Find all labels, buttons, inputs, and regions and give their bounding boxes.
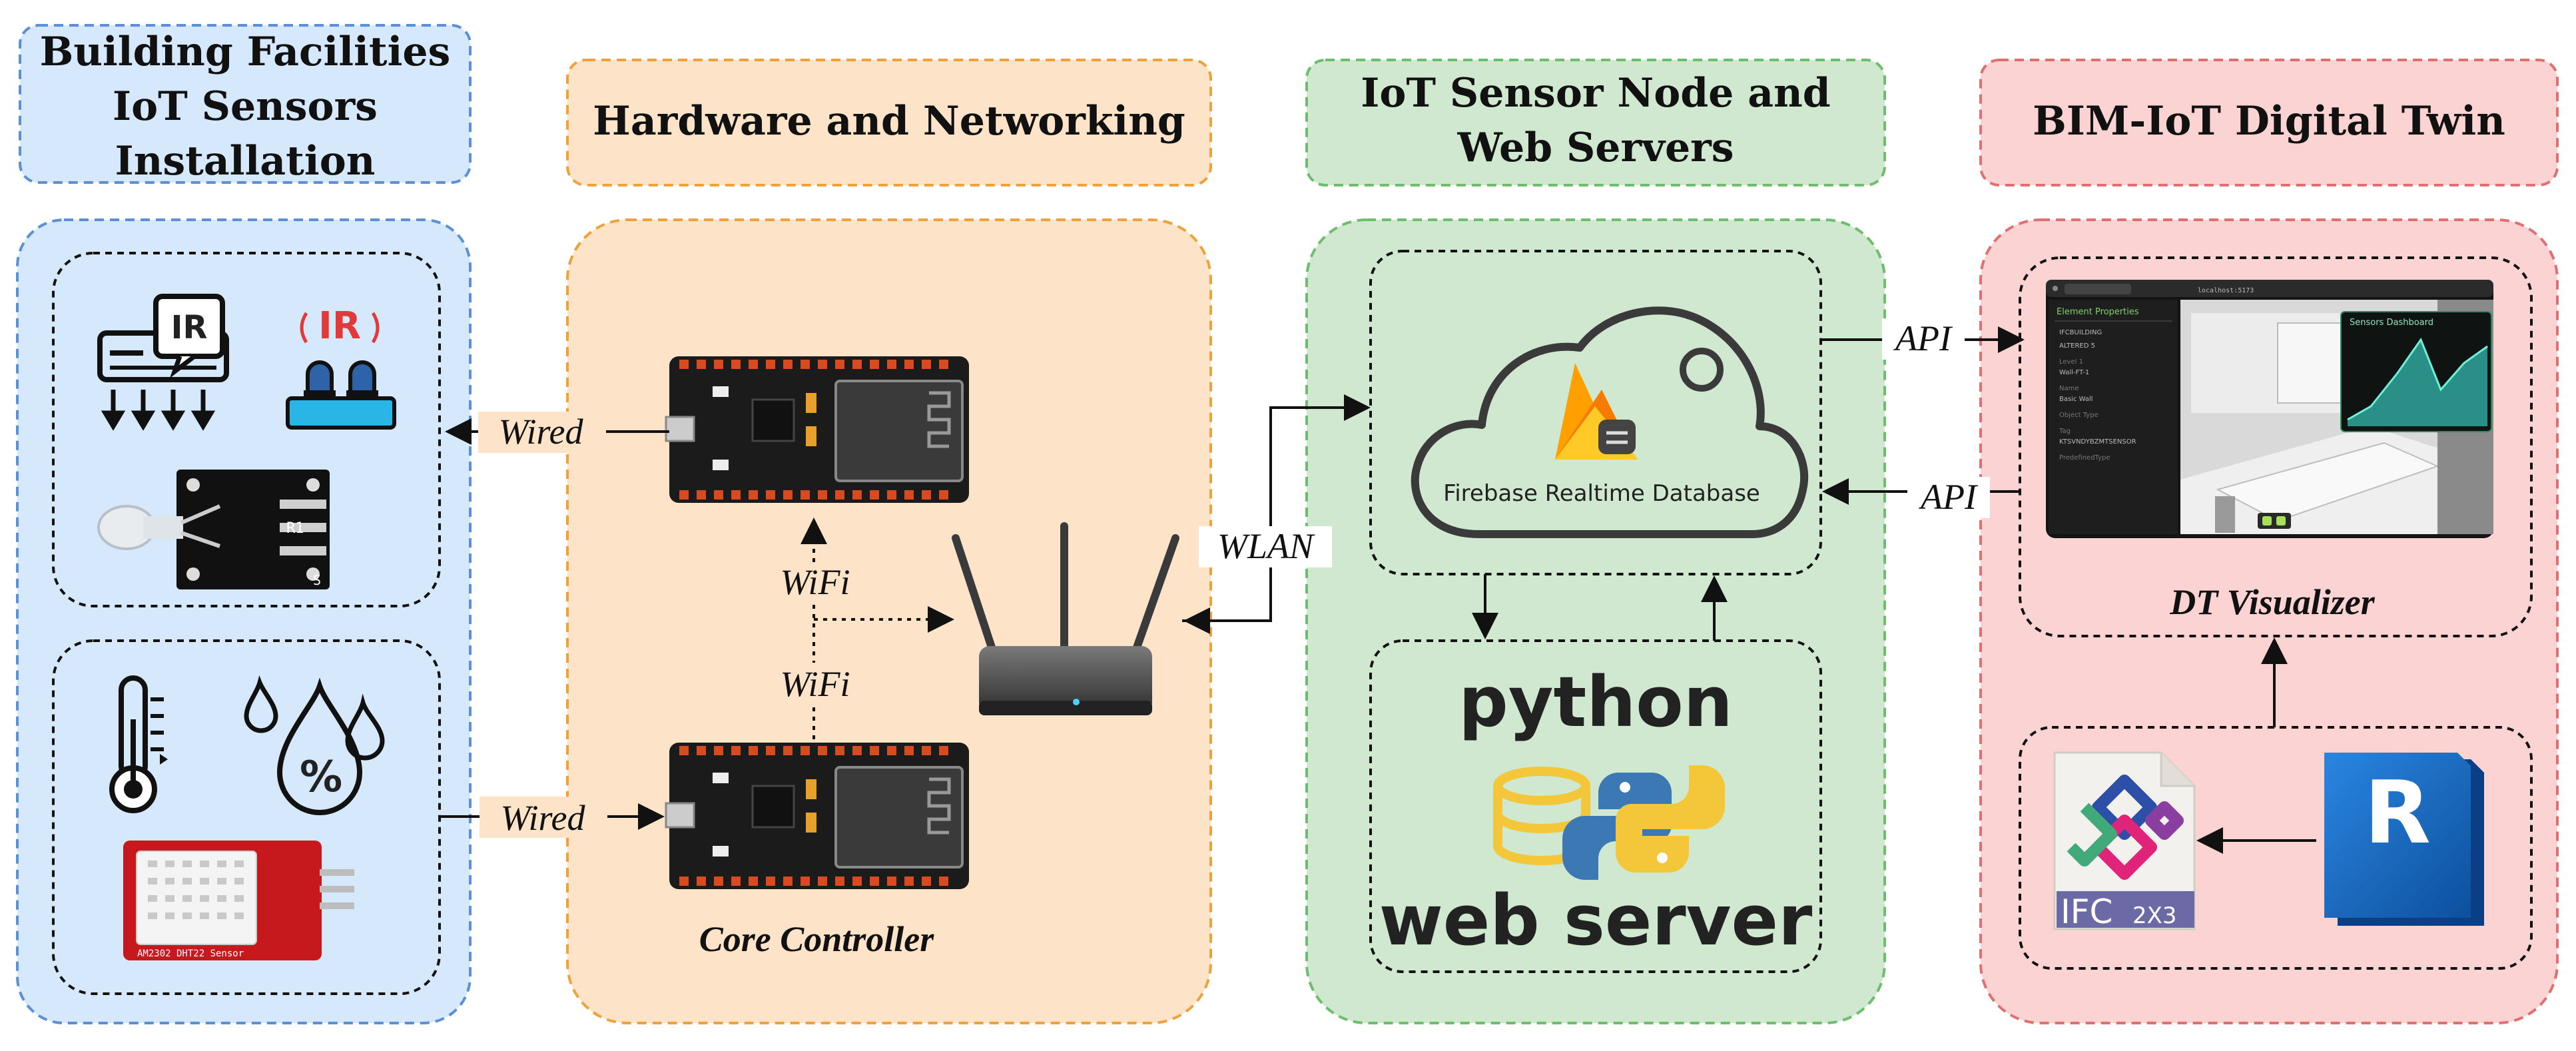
wired-bottom-label-bg — [480, 797, 607, 838]
cloud-icon — [1411, 306, 1809, 538]
prop-4: Wall-FT-1 — [2059, 369, 2089, 376]
ir-bubble-text: IR — [171, 309, 208, 346]
dashboard-url: localhost:5173 — [2198, 287, 2254, 294]
prop-6: Basic Wall — [2059, 396, 2093, 403]
prop-5: Name — [2059, 385, 2079, 392]
esp32-board-bottom — [665, 743, 969, 889]
header-col2-line1: Hardware and Networking — [593, 98, 1185, 145]
wifi-bottom-label: WiFi — [781, 664, 850, 704]
header-col3-line1: IoT Sensor Node and — [1361, 70, 1830, 117]
header-col3-line2: Web Servers — [1456, 125, 1734, 171]
api-bottom-label-bg — [1907, 477, 1990, 518]
wifi-bottom-label-bg — [766, 663, 866, 704]
ir-module-icon: R1 S — [97, 470, 330, 589]
header-col3: IoT Sensor Node and Web Servers — [1305, 59, 1886, 186]
dht22-sensor-icon: AM2302 DHT22 Sensor — [123, 841, 354, 960]
prop-2: ALTERED 5 — [2059, 342, 2095, 350]
ifc-file-icon: IFC 2X3 — [2053, 751, 2196, 931]
header-col2: Hardware and Networking — [566, 59, 1212, 186]
python-word: python — [1458, 661, 1732, 743]
api-bottom-label: API — [1919, 477, 1979, 517]
firebase-box — [1369, 250, 1822, 575]
ir-led-sensor-icon: IR — [286, 304, 396, 430]
header-col1: Building Facilities IoT Sensors Installa… — [19, 24, 472, 184]
firebase-logo-icon — [1555, 363, 1638, 460]
prop-7: Object Type — [2059, 412, 2098, 419]
sensor-group-ir — [52, 252, 441, 607]
ir-remote-icon: IR — [97, 294, 229, 431]
ir-led-text: IR — [318, 304, 361, 348]
dt-visualizer-label: DT Visualizer — [2169, 582, 2376, 622]
api-top-label-bg — [1882, 318, 1965, 360]
header-col4-line1: BIM-IoT Digital Twin — [2033, 98, 2505, 145]
api-top-label: API — [1893, 318, 1953, 358]
panel-servers — [1305, 218, 1886, 1024]
wifi-top-label: WiFi — [781, 562, 850, 602]
dashboard-chart-title: Sensors Dashboard — [2350, 318, 2433, 328]
header-col4: BIM-IoT Digital Twin — [1979, 59, 2559, 186]
revit-icon: R — [2324, 753, 2484, 926]
firebase-label: Firebase Realtime Database — [1443, 480, 1760, 507]
core-controller-label: Core Controller — [699, 919, 935, 959]
dashboard-props: IFCBUILDING ALTERED 5 Level 1 Wall-FT-1 … — [2059, 329, 2136, 462]
dt-visualizer-box — [2019, 256, 2533, 637]
thermometer-icon — [109, 675, 168, 813]
prop-10: PredefinedType — [2059, 454, 2110, 462]
humidity-icon: % — [244, 675, 385, 815]
humidity-percent: % — [300, 753, 342, 802]
ir-module-pin: S — [313, 572, 321, 588]
wifi-router-icon — [952, 522, 1179, 715]
bim-source-box — [2019, 726, 2533, 970]
prop-9: KTSVNDYBZMTSENSOR — [2059, 438, 2136, 446]
dht22-caption: AM2302 DHT22 Sensor — [137, 948, 244, 959]
dt-dashboard-screenshot: localhost:5173 Element Properties IFCBUI… — [2046, 280, 2493, 538]
wired-bottom-label: Wired — [501, 798, 586, 838]
python-logo-icon — [1562, 765, 1725, 880]
prop-8: Tag — [2059, 428, 2071, 435]
wired-top-label-bg — [478, 412, 606, 453]
panel-hardware — [566, 218, 1212, 1024]
dashboard-panel-title: Element Properties — [2057, 307, 2139, 317]
prop-1: IFCBUILDING — [2059, 329, 2102, 336]
ifc-version: 2X3 — [2132, 902, 2177, 929]
prop-3: Level 1 — [2059, 358, 2083, 366]
python-server-box — [1369, 639, 1822, 973]
web-server-word: web server — [1379, 880, 1813, 961]
header-col1-line2: IoT Sensors — [113, 83, 378, 130]
wlan-label-bg — [1199, 526, 1332, 567]
wlan-label: WLAN — [1217, 526, 1315, 566]
esp32-board-top — [665, 356, 969, 503]
ir-module-r1: R1 — [286, 520, 304, 537]
ifc-text: IFC — [2061, 892, 2112, 931]
header-col1-line3: Installation — [115, 138, 376, 184]
header-col1-line1: Building Facilities — [40, 29, 451, 75]
revit-letter: R — [2364, 762, 2431, 863]
wifi-top-label-bg — [766, 563, 866, 604]
wired-top-label: Wired — [499, 412, 584, 452]
